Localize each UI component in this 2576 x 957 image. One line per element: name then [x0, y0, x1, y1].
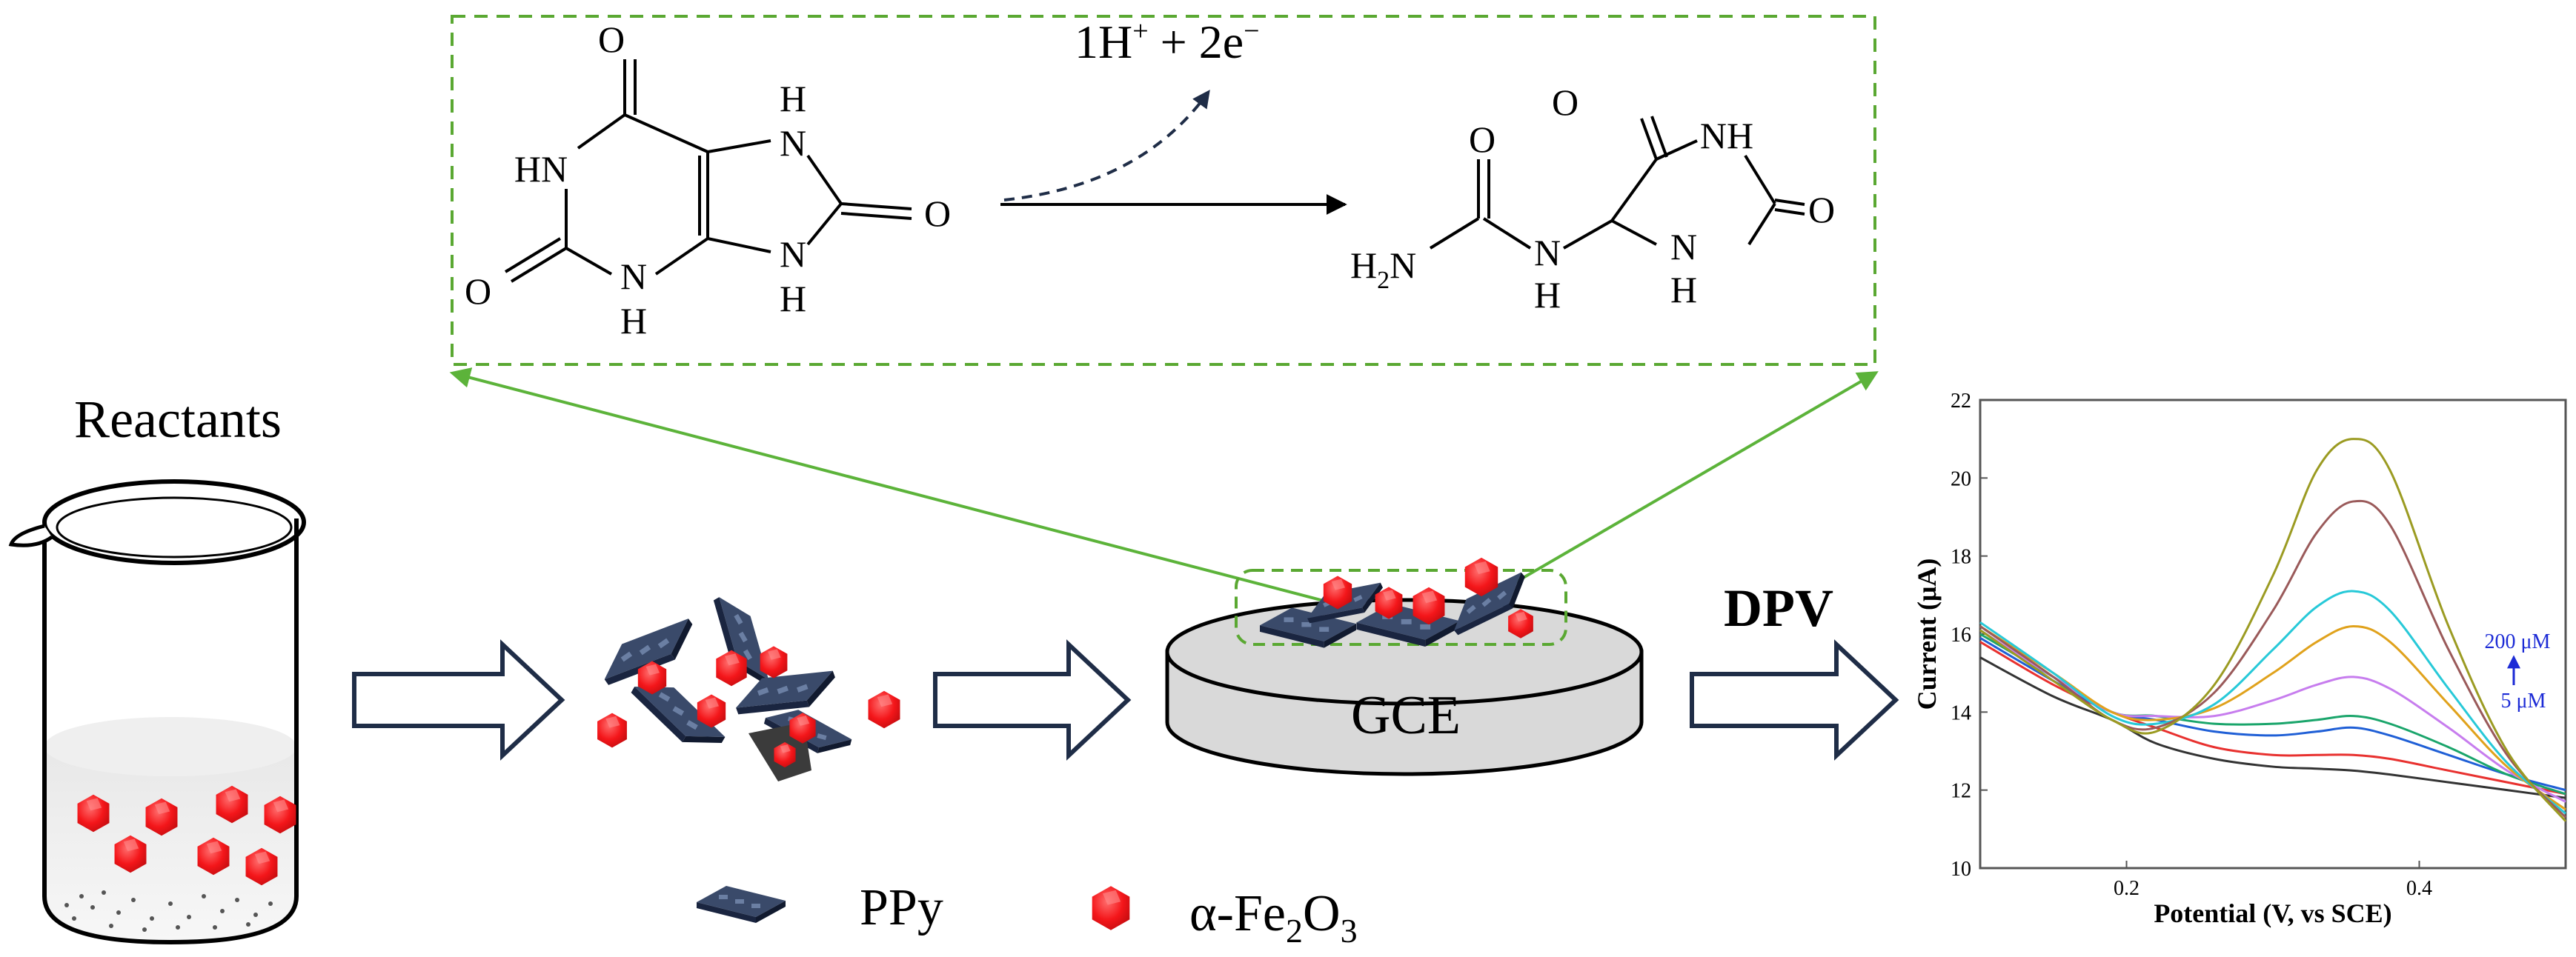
chart-series: [1979, 438, 2567, 822]
y-tick-label: 14: [1951, 701, 1971, 724]
atom-label: H: [620, 300, 647, 341]
dpv-series-line: [1979, 656, 2566, 799]
atom-label: N: [1670, 226, 1697, 267]
atom-label: NH: [1700, 115, 1753, 156]
atom-label: H: [1670, 269, 1697, 310]
dpv-chart: 10 12 14 16 18 20 22 0.2 0.4 Current (μA) Potent…: [1912, 390, 2567, 928]
process-arrow-2: [933, 639, 1132, 761]
reactants-label: Reactants: [74, 390, 282, 449]
atom-label: N: [780, 122, 806, 164]
gce-electrode: GCE: [1165, 557, 1644, 776]
atom-label: O: [1552, 81, 1579, 123]
uric-acid-structure: [504, 59, 912, 283]
ppy-fe2o3-composite: [593, 588, 900, 781]
dpv-series-line: [1979, 590, 2566, 815]
electron-release-arrow: [1003, 90, 1210, 201]
ppy-legend-label: PPy: [860, 879, 943, 936]
chart-frame: [1979, 399, 2567, 870]
dpv-series-line: [1979, 624, 2566, 811]
process-arrow-1: [352, 639, 565, 761]
x-tick-label: 0.2: [2114, 877, 2140, 900]
beaker-sediment: [64, 890, 273, 932]
y-tick-label: 16: [1951, 624, 1971, 647]
concentration-annotation-top: 200 μM: [2485, 630, 2551, 653]
atom-label: N: [780, 233, 806, 275]
y-tick-label: 20: [1951, 467, 1971, 490]
electrode-label: GCE: [1351, 685, 1461, 746]
y-tick-label: 12: [1951, 780, 1971, 803]
fe2o3-legend-icon: [1092, 886, 1130, 930]
atom-label: O: [1808, 189, 1835, 230]
dpv-series-line: [1979, 438, 2567, 822]
chart-ylabel: Current (μA): [1912, 558, 1942, 710]
atom-label: HN: [514, 148, 568, 190]
atom-label: H: [780, 278, 806, 319]
y-tick-label: 22: [1951, 390, 1971, 413]
atom-label: H: [1534, 274, 1561, 316]
zoom-line-left: [449, 367, 1435, 631]
process-arrow-3: [1690, 639, 1899, 761]
chart-xlabel: Potential (V, vs SCE): [2154, 898, 2391, 928]
atom-label: N: [620, 256, 647, 297]
electron-transfer-label: 1H+ + 2e−: [1075, 16, 1260, 68]
x-tick-label: 0.4: [2406, 877, 2432, 900]
atom-label: H2N: [1350, 244, 1416, 294]
fe2o3-legend-label: α-Fe2O3: [1189, 885, 1358, 950]
atom-label: O: [598, 19, 625, 60]
atom-label: H: [780, 78, 806, 119]
reaction-box: [451, 15, 1876, 366]
ppy-legend-icon: [697, 886, 786, 923]
atom-label: O: [924, 193, 951, 234]
legend: PPy α-Fe2O3: [697, 879, 1358, 950]
process-arrows: [352, 639, 1899, 761]
concentration-annotation-bottom: 5 μM: [2501, 690, 2546, 713]
dpv-label: DPV: [1724, 578, 1833, 638]
uric-acid-labels: O HN O N H N H N H O: [465, 19, 951, 341]
y-tick-label: 10: [1951, 858, 1971, 881]
allantoin-structure: [1429, 116, 1805, 250]
atom-label: O: [465, 270, 491, 312]
allantoin-labels: H2N O N H O NH O N H: [1350, 81, 1835, 316]
electrode-zoom-box: [1235, 569, 1567, 646]
y-tick-label: 18: [1951, 546, 1971, 569]
atom-label: N: [1534, 232, 1561, 273]
atom-label: O: [1469, 119, 1496, 160]
